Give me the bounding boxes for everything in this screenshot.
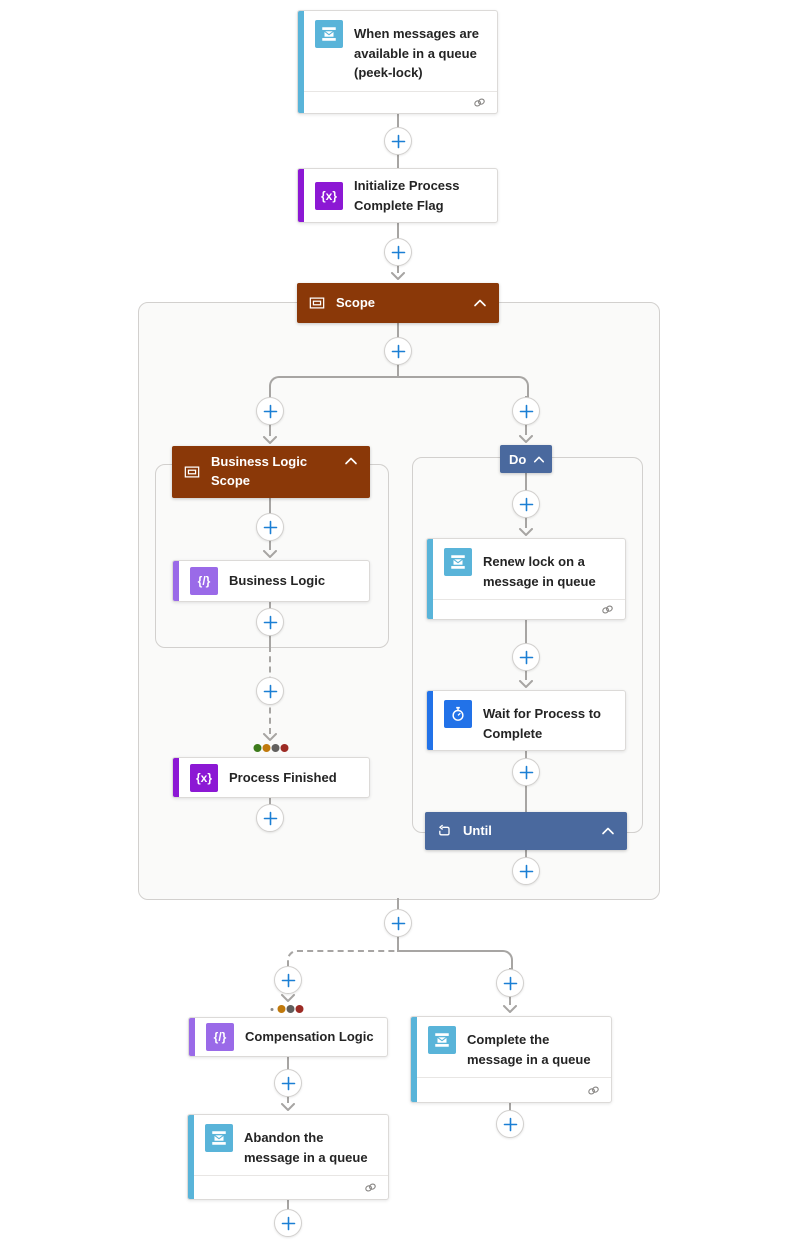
connector-elbow — [398, 376, 529, 400]
arrowhead-icon — [262, 436, 278, 445]
action-card-business-logic[interactable]: {/} Business Logic — [172, 560, 370, 602]
add-action-button[interactable] — [384, 909, 412, 937]
delay-clock-icon — [444, 700, 472, 728]
action-title: Initialize Process Complete Flag — [354, 178, 460, 213]
collapse-chevron-up-icon[interactable] — [601, 827, 615, 835]
connector-elbow — [269, 376, 401, 400]
collapse-chevron-up-icon[interactable] — [533, 456, 545, 463]
run-after-status-dots — [253, 744, 289, 752]
trigger-title: When messages are available in a queue (… — [354, 26, 480, 80]
action-title: Compensation Logic — [245, 1029, 374, 1045]
status-dot-timedout — [262, 744, 271, 752]
connector-elbow-dashed — [287, 950, 401, 972]
inline-code-accent-bar — [173, 561, 179, 601]
variable-icon: {x} — [190, 763, 218, 792]
add-action-button[interactable] — [512, 758, 540, 786]
arrowhead-icon — [280, 994, 296, 1003]
service-bus-icon — [315, 20, 343, 48]
inline-code-icon: {/} — [206, 1023, 234, 1051]
arrowhead-icon — [280, 1103, 296, 1112]
status-dot-skipped — [286, 1005, 295, 1013]
collapse-chevron-up-icon[interactable] — [473, 299, 487, 307]
inline-code-accent-bar — [189, 1018, 195, 1056]
scope-header[interactable]: Scope — [297, 283, 499, 323]
scope-icon — [184, 464, 200, 480]
connection-icon — [586, 1083, 601, 1098]
variable-accent-bar — [298, 169, 304, 222]
add-action-button[interactable] — [512, 490, 540, 518]
status-dot-failed — [280, 744, 289, 752]
status-dot-failed — [295, 1005, 304, 1013]
service-bus-accent-bar — [411, 1017, 417, 1102]
run-after-status-dots — [270, 1005, 304, 1013]
do-loop-badge[interactable]: Do — [500, 445, 552, 473]
add-action-button[interactable] — [256, 513, 284, 541]
action-card-renew-lock[interactable]: Renew lock on a message in queue — [426, 538, 626, 620]
service-bus-icon — [428, 1026, 456, 1054]
add-action-button[interactable] — [384, 238, 412, 266]
service-bus-accent-bar — [298, 11, 304, 113]
action-card-process-finished[interactable]: {x} Process Finished — [172, 757, 370, 798]
until-loop-icon — [437, 824, 452, 839]
status-dot-succeeded — [253, 744, 262, 752]
arrowhead-icon — [262, 733, 278, 742]
connection-icon — [363, 1180, 378, 1195]
add-action-button[interactable] — [256, 397, 284, 425]
status-dot-skipped — [271, 744, 280, 752]
action-card-initialize-flag[interactable]: {x} Initialize Process Complete Flag — [297, 168, 498, 223]
until-loop-footer-bar[interactable]: Until — [425, 812, 627, 850]
status-dot-succeeded — [270, 1007, 274, 1011]
action-title: Wait for Process to Complete — [483, 706, 601, 741]
delay-accent-bar — [427, 691, 433, 750]
add-action-button[interactable] — [274, 1069, 302, 1097]
service-bus-icon — [205, 1124, 233, 1152]
arrowhead-icon — [262, 550, 278, 559]
action-title: Process Finished — [229, 769, 337, 785]
action-card-complete-message[interactable]: Complete the message in a queue — [410, 1016, 612, 1103]
scope-label: Scope — [336, 294, 376, 310]
action-title: Complete the message in a queue — [467, 1032, 591, 1067]
arrowhead-icon — [518, 680, 534, 689]
action-title: Renew lock on a message in queue — [483, 554, 596, 589]
connection-icon — [472, 95, 487, 110]
add-action-button[interactable] — [496, 969, 524, 997]
action-title: Abandon the message in a queue — [244, 1130, 368, 1165]
add-action-button[interactable] — [496, 1110, 524, 1138]
service-bus-accent-bar — [427, 539, 433, 619]
until-label: Until — [463, 822, 492, 838]
add-action-button[interactable] — [512, 643, 540, 671]
add-action-button[interactable] — [256, 677, 284, 705]
add-action-button[interactable] — [274, 966, 302, 994]
business-logic-scope-header[interactable]: Business Logic Scope — [172, 446, 370, 498]
connector-elbow — [398, 950, 513, 972]
status-dot-timedout — [277, 1005, 286, 1013]
connection-icon — [600, 602, 615, 617]
add-action-button[interactable] — [384, 337, 412, 365]
add-action-button[interactable] — [274, 1209, 302, 1237]
add-action-button[interactable] — [512, 397, 540, 425]
variable-accent-bar — [173, 758, 179, 797]
add-action-button[interactable] — [256, 804, 284, 832]
arrowhead-icon — [390, 272, 406, 281]
action-card-abandon-message[interactable]: Abandon the message in a queue — [187, 1114, 389, 1200]
service-bus-accent-bar — [188, 1115, 194, 1199]
variable-icon: {x} — [315, 181, 343, 210]
business-logic-scope-label: Business Logic Scope — [211, 454, 308, 488]
add-action-button[interactable] — [384, 127, 412, 155]
inline-code-icon: {/} — [190, 567, 218, 595]
scope-icon — [309, 295, 325, 311]
add-action-button[interactable] — [512, 857, 540, 885]
arrowhead-icon — [502, 1005, 518, 1014]
arrowhead-icon — [518, 528, 534, 537]
add-action-button[interactable] — [256, 608, 284, 636]
action-title: Business Logic — [229, 573, 326, 589]
service-bus-icon — [444, 548, 472, 576]
trigger-card-when-messages-available[interactable]: When messages are available in a queue (… — [297, 10, 498, 114]
arrowhead-icon — [518, 435, 534, 444]
action-card-compensation-logic[interactable]: {/} Compensation Logic — [188, 1017, 388, 1057]
collapse-chevron-up-icon[interactable] — [344, 457, 358, 465]
do-label: Do — [509, 451, 527, 467]
action-card-wait-for-process[interactable]: Wait for Process to Complete — [426, 690, 626, 751]
